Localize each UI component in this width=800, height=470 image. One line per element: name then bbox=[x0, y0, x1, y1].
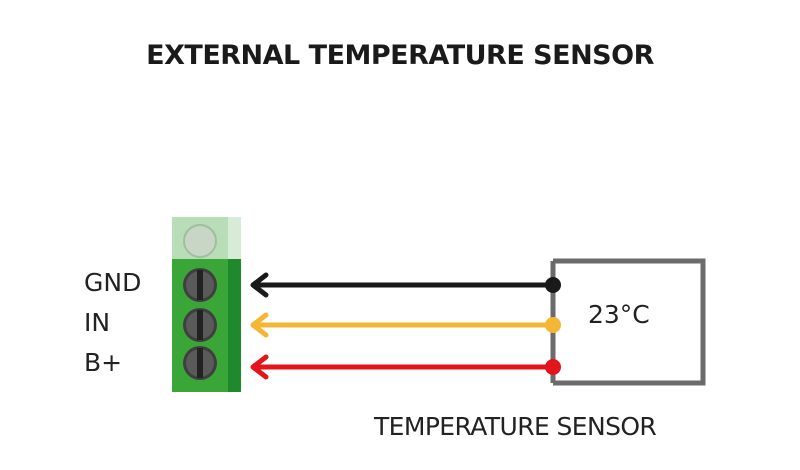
wire-in bbox=[250, 312, 561, 338]
wire-b-plus bbox=[250, 354, 561, 380]
screw-terminal-in bbox=[183, 308, 217, 342]
screw-terminal-b-plus bbox=[183, 346, 217, 380]
terminal-slot-unused bbox=[172, 217, 241, 261]
sensor-temperature-reading: 23°C bbox=[588, 300, 650, 329]
sensor-caption: TEMPERATURE SENSOR bbox=[374, 412, 657, 441]
pin-label-in: IN bbox=[84, 308, 111, 337]
screw-terminal-gnd bbox=[183, 268, 217, 302]
wire-gnd bbox=[250, 272, 561, 298]
pin-label-gnd: GND bbox=[84, 268, 142, 297]
diagram-title: EXTERNAL TEMPERATURE SENSOR bbox=[146, 40, 654, 71]
pin-label-b-plus: B+ bbox=[84, 348, 123, 377]
